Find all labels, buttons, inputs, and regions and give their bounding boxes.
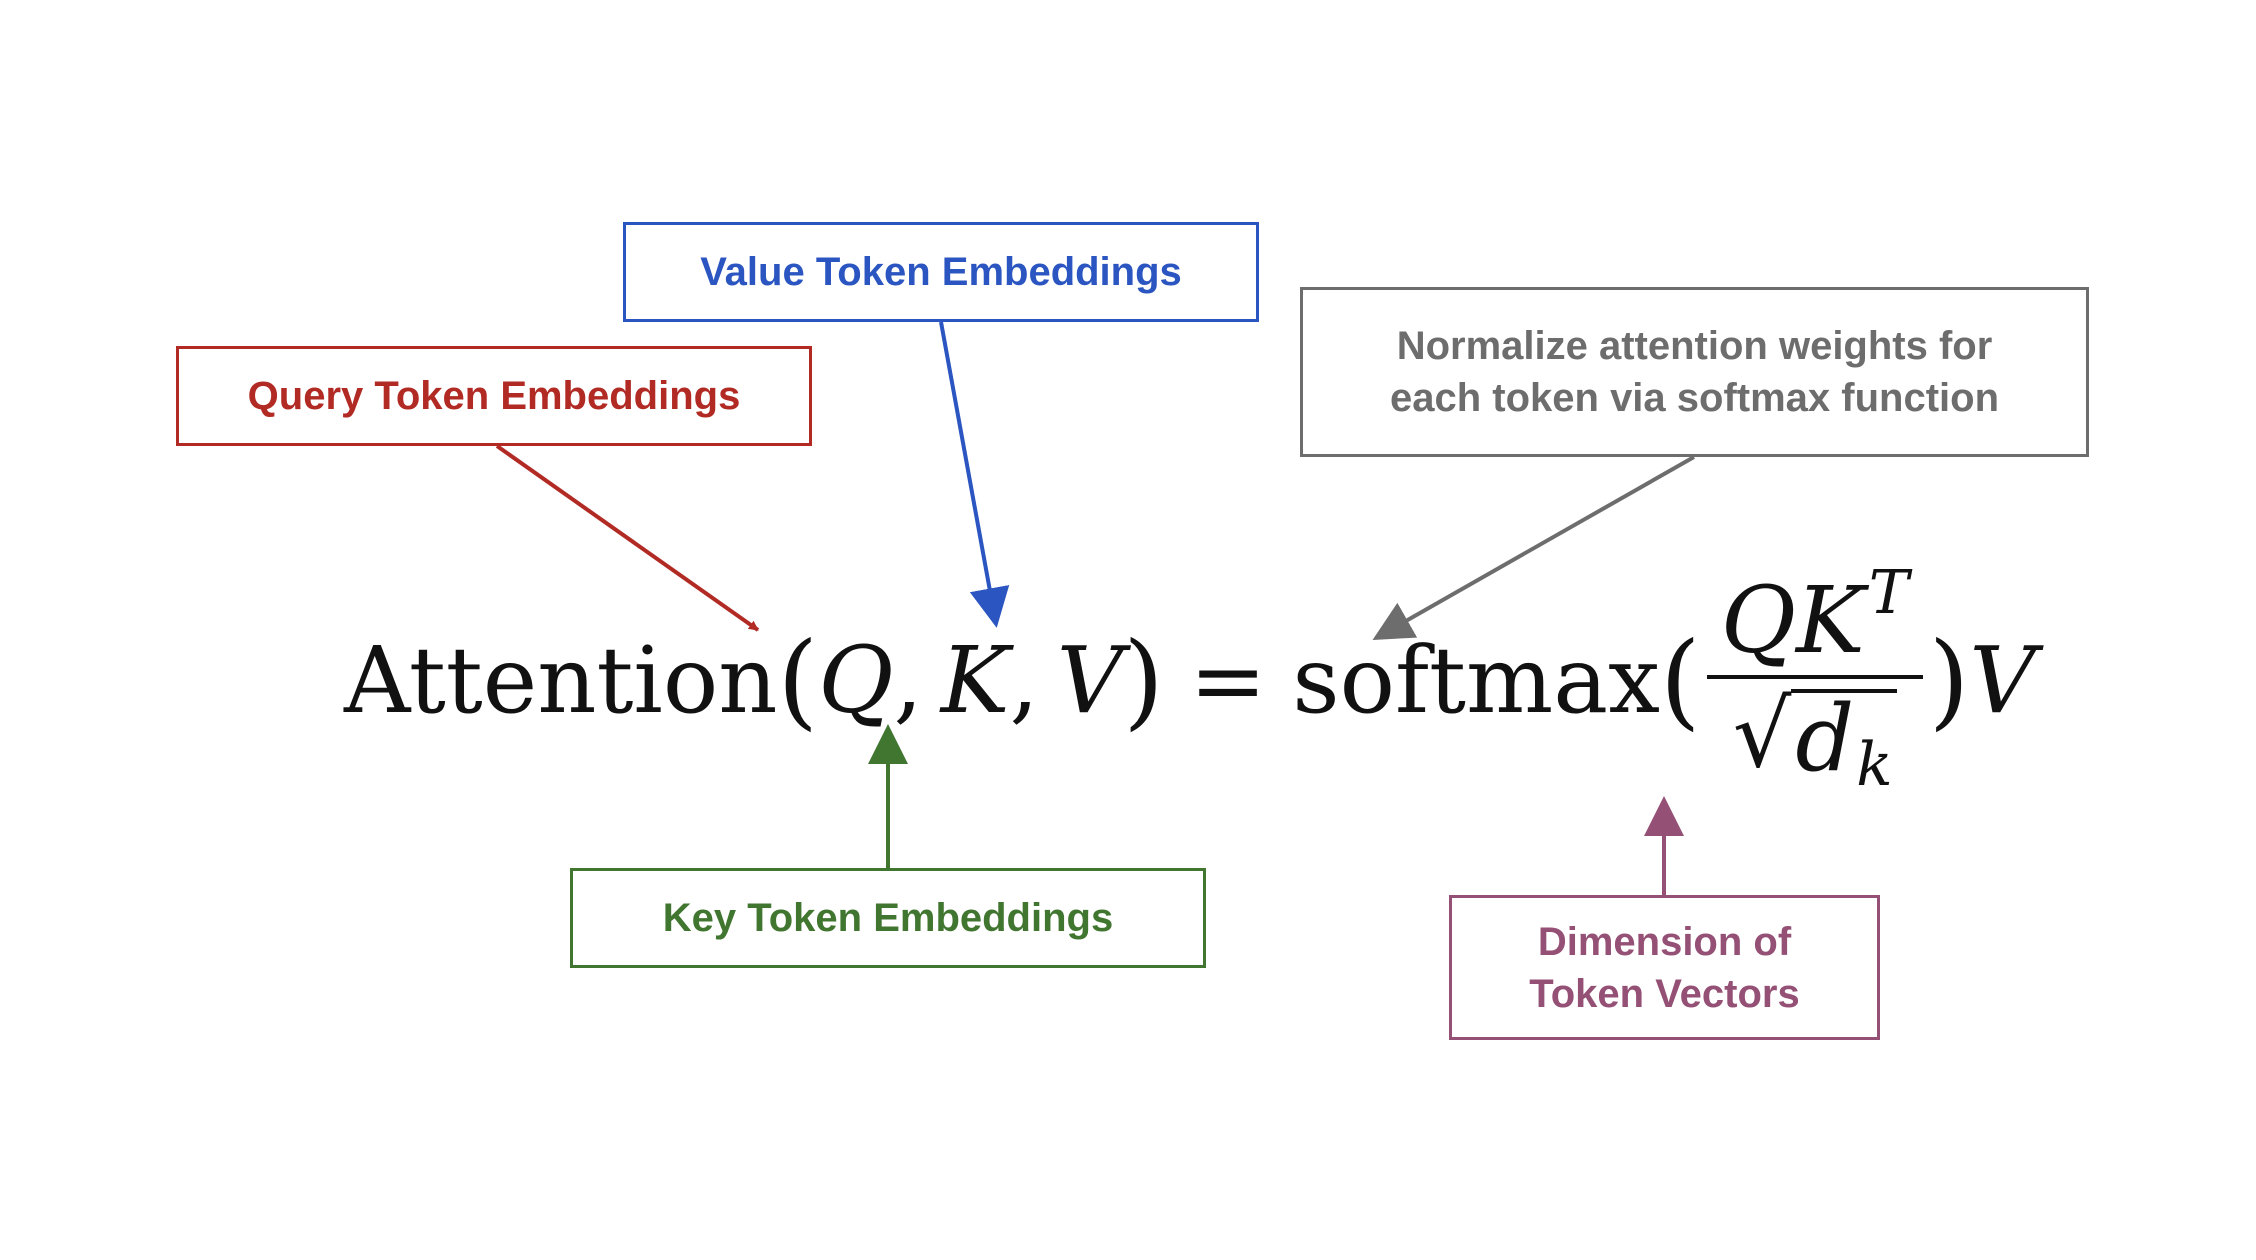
formula-left-paren-2: ( (1659, 619, 1701, 741)
query-label-box: Query Token Embeddings (176, 346, 812, 446)
formula-function-name: Attention (344, 626, 778, 734)
formula-q: Q (818, 626, 894, 734)
dimension-label-line-1: Dimension of (1537, 919, 1792, 964)
dimension-label-box: Dimension of Token Vectors (1449, 895, 1880, 1040)
formula-numerator-base: QK (1720, 567, 1865, 674)
formula-denominator-base: d (1795, 685, 1855, 792)
value-label: Value Token Embeddings (700, 250, 1182, 294)
softmax-arrow (1372, 455, 1695, 640)
formula-numerator: QK T (1707, 563, 1923, 674)
formula-left-paren: ( (777, 619, 819, 741)
formula-v: V (1056, 626, 1124, 734)
formula-v-final: V (1969, 626, 2036, 734)
formula-comma-1: , (893, 626, 923, 734)
formula-equals: = (1189, 626, 1267, 734)
formula-right-paren: ) (1123, 619, 1164, 741)
softmax-label-box: Normalize attention weights for each tok… (1300, 287, 2089, 457)
formula-sqrt-sign: √ (1732, 681, 1792, 788)
formula-sqrt-content: d k (1791, 685, 1897, 795)
dimension-label-line-2: Token Vectors (1529, 971, 1800, 1016)
formula-fraction-bar (1706, 675, 1923, 679)
formula-numerator-superscript: T (1868, 558, 1909, 628)
formula-denominator-subscript: k (1856, 730, 1893, 800)
value-arrow (939, 321, 1010, 628)
key-label-box: Key Token Embeddings (570, 868, 1206, 968)
formula-fraction: QK T √ d k (1706, 563, 1923, 795)
attention-formula: Attention ( Q , K , V ) = softmax ( QK T… (344, 560, 2036, 800)
softmax-label-line-2: each token via softmax function (1389, 376, 2000, 420)
value-label-box: Value Token Embeddings (623, 222, 1259, 322)
formula-softmax: softmax (1292, 626, 1660, 734)
softmax-label-line-1: Normalize attention weights for (1396, 324, 1993, 368)
formula-right-paren-2: ) (1928, 619, 1970, 741)
formula-denominator: √ d k (1723, 681, 1907, 795)
query-arrow (495, 444, 760, 632)
formula-k: K (940, 626, 1010, 734)
key-label: Key Token Embeddings (662, 896, 1114, 940)
query-label: Query Token Embeddings (247, 374, 741, 418)
formula-comma-2: , (1009, 626, 1039, 734)
